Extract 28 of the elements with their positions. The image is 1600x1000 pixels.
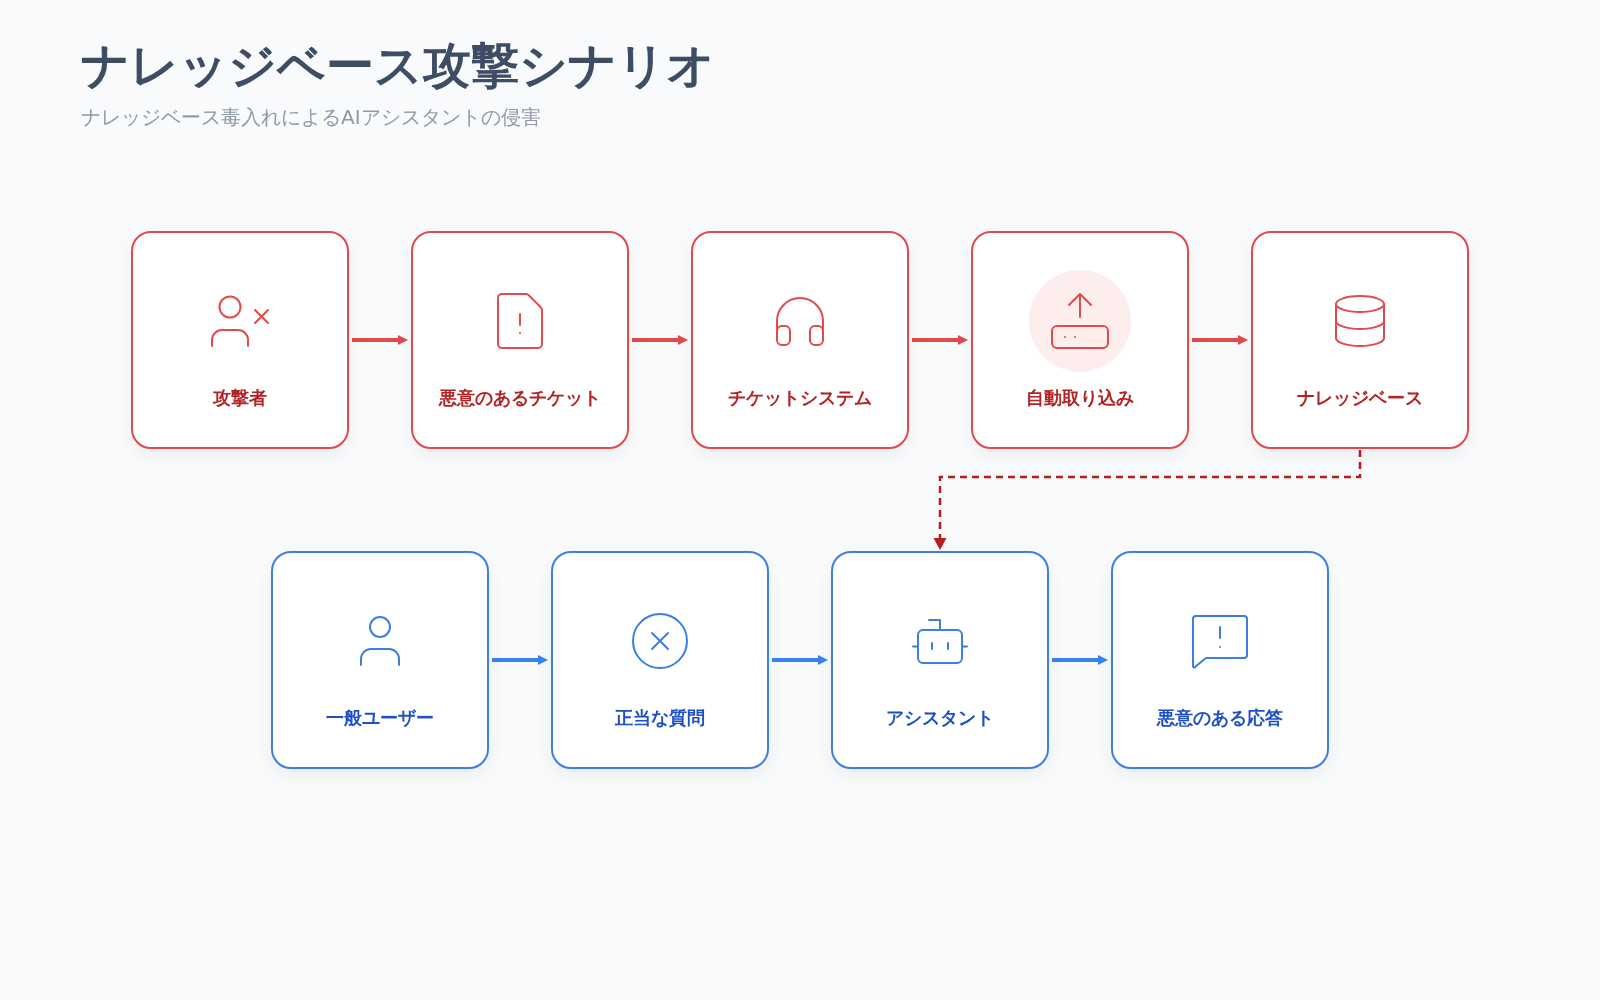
process-box: [691, 231, 909, 449]
process-box: [411, 231, 629, 449]
arrow: [1192, 335, 1248, 345]
arrow: [632, 335, 688, 345]
diagram-subtitle: ナレッジベース毒入れによるAIアシスタントの侵害: [81, 104, 541, 130]
dashed-arrow: [933, 450, 1362, 550]
process-box: [131, 231, 349, 449]
box-label: 正当な質問: [615, 706, 705, 730]
process-box: [971, 231, 1189, 449]
box-label: 一般ユーザー: [326, 706, 434, 730]
arrow: [912, 335, 968, 345]
arrow: [772, 655, 828, 665]
diagram-title: ナレッジベース攻撃シナリオ: [81, 36, 715, 94]
process-box: [1111, 551, 1329, 769]
box-label: チケットシステム: [728, 386, 872, 410]
process-box: [1251, 231, 1469, 449]
arrow: [492, 655, 548, 665]
box-label: 攻撃者: [213, 386, 267, 410]
process-box: [831, 551, 1049, 769]
box-label: アシスタント: [886, 706, 994, 730]
box-label: 自動取り込み: [1026, 386, 1134, 410]
process-box: [271, 551, 489, 769]
box-label: 悪意のあるチケット: [439, 386, 601, 410]
box-label: ナレッジベース: [1297, 386, 1423, 410]
arrow: [352, 335, 408, 345]
arrow: [1052, 655, 1108, 665]
process-box: [551, 551, 769, 769]
box-label: 悪意のある応答: [1157, 706, 1283, 730]
